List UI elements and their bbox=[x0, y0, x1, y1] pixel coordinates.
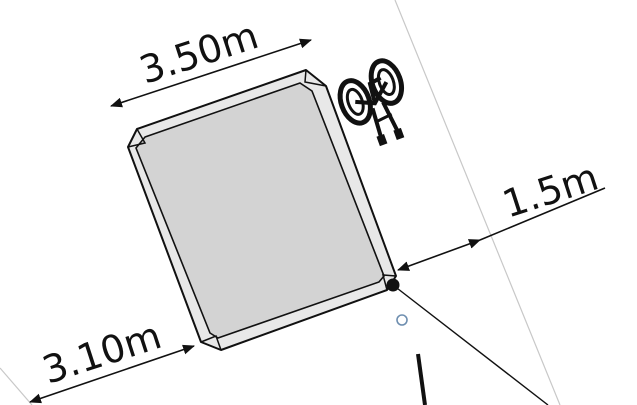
path-stub bbox=[416, 353, 427, 405]
survey-point-marker[interactable] bbox=[396, 314, 408, 326]
dimension-label-bottom: 3.10m bbox=[37, 313, 166, 392]
guide-line-right bbox=[394, 0, 561, 405]
pad-corner-br bbox=[382, 274, 397, 291]
pad-corner-tl bbox=[127, 128, 147, 148]
pad-corner-bl bbox=[200, 335, 222, 351]
concrete-pad[interactable] bbox=[127, 69, 397, 351]
property-line bbox=[392, 284, 549, 405]
dimension-label-top: 3.50m bbox=[134, 13, 263, 92]
dimension-label-right: 1.5m bbox=[497, 155, 603, 227]
dimension-bottom: 3.10m bbox=[29, 313, 195, 404]
corner-marker[interactable] bbox=[386, 278, 400, 292]
guide-line-left bbox=[0, 367, 33, 405]
dimension-right: 1.5m bbox=[397, 155, 606, 271]
bicycle-symbol-icon bbox=[337, 58, 405, 147]
